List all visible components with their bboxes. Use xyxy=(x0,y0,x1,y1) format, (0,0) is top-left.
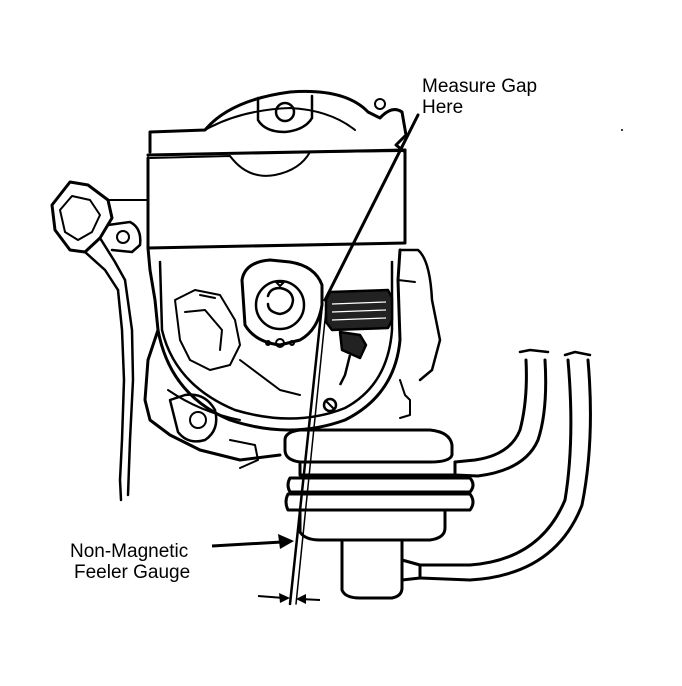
speck xyxy=(621,129,623,131)
gap-thickness-arrows xyxy=(257,593,321,604)
measure-gap-label-line1: Measure Gap xyxy=(422,76,538,97)
feeler-gauge-label-line2: Feeler Gauge xyxy=(74,562,191,583)
reluctor-rotor xyxy=(240,258,324,348)
feeler-gauge-label-line1: Non-Magnetic xyxy=(70,541,189,562)
measure-gap-label: Measure Gap Here xyxy=(422,76,537,118)
measure-gap-label-line2: Here xyxy=(422,97,464,118)
pickup-coil xyxy=(322,288,394,413)
vacuum-advance xyxy=(283,428,475,600)
housing-internals xyxy=(167,289,301,421)
feeler-gauge-blade xyxy=(288,303,327,606)
feeler-gauge-label: Non-Magnetic Feeler Gauge xyxy=(70,541,190,583)
feeler-gauge-arrow xyxy=(211,534,294,549)
distributor-cap xyxy=(146,89,408,250)
measure-gap-leader xyxy=(323,113,420,302)
distributor-housing xyxy=(143,246,442,469)
connector-plug xyxy=(50,180,149,502)
vacuum-hoses xyxy=(418,348,592,582)
